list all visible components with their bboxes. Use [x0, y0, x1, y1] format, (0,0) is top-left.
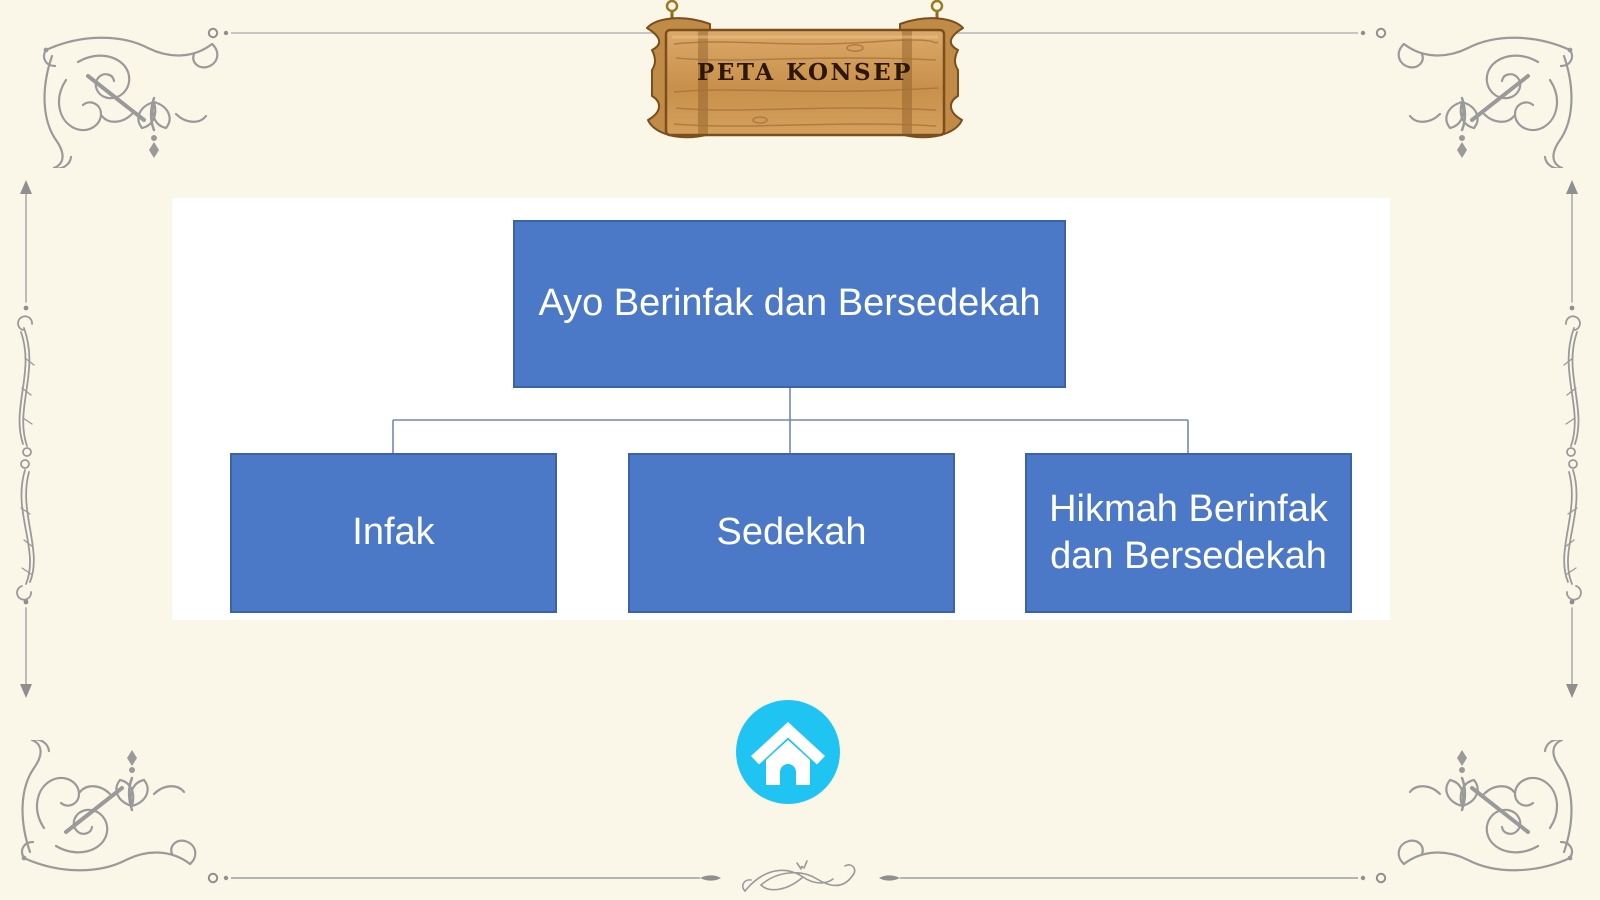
side-ornament-right	[1563, 179, 1582, 698]
corner-flourish-bottom-left	[19, 740, 198, 873]
home-icon	[736, 700, 840, 804]
sign-title: PETA KONSEP	[697, 59, 913, 86]
node-infak[interactable]: Infak	[230, 453, 557, 613]
corner-flourish-top-right	[1396, 35, 1575, 168]
node-sedekah[interactable]: Sedekah	[628, 453, 955, 613]
corner-flourish-bottom-right	[1396, 740, 1575, 873]
node-hikmah-label: Hikmah Berinfak dan Bersedekah	[1049, 487, 1328, 578]
wood-grain	[673, 39, 939, 127]
connector-lines	[392, 388, 1189, 453]
sign-ring-icon	[665, 0, 944, 26]
node-root-label: Ayo Berinfak dan Bersedekah	[538, 282, 1041, 325]
node-hikmah[interactable]: Hikmah Berinfak dan Bersedekah	[1025, 453, 1352, 613]
calligraphic-flourish	[742, 860, 856, 892]
wooden-sign: PETA KONSEP	[646, 0, 964, 139]
node-sedekah-label: Sedekah	[716, 511, 867, 554]
node-root[interactable]: Ayo Berinfak dan Bersedekah	[513, 220, 1066, 388]
home-button[interactable]	[736, 700, 840, 804]
bottom-divider-line	[207, 860, 1387, 892]
side-ornament-left	[16, 180, 35, 698]
corner-flourish-top-left	[42, 36, 219, 168]
node-infak-label: Infak	[352, 511, 435, 554]
